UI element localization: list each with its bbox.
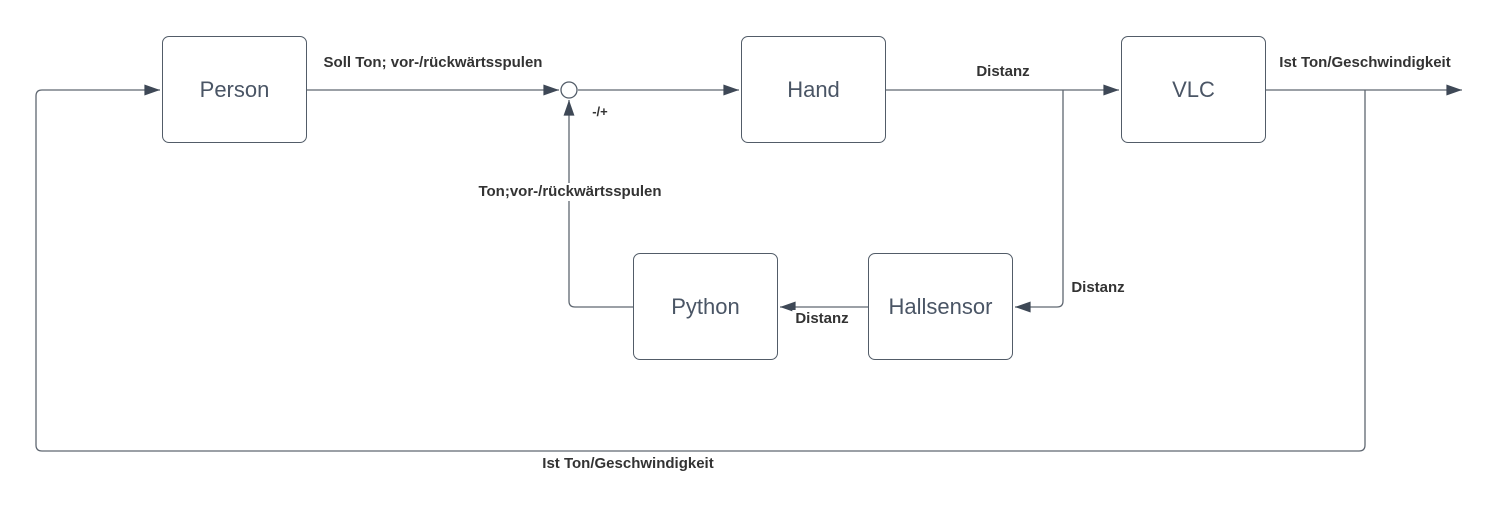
edge-label-ist-ton-bottom: Ist Ton/Geschwindigkeit bbox=[539, 455, 717, 473]
edge-label-distanz-branch: Distanz bbox=[1068, 279, 1128, 297]
node-python: Python bbox=[633, 253, 778, 360]
node-hand: Hand bbox=[741, 36, 886, 143]
edge-label-ton-feedback: Ton;vor-/rückwärtsspulen bbox=[475, 183, 665, 201]
summing-junction bbox=[560, 81, 578, 99]
edge-label-ist-ton-top: Ist Ton/Geschwindigkeit bbox=[1276, 54, 1454, 72]
node-hallsensor: Hallsensor bbox=[868, 253, 1013, 360]
node-python-label: Python bbox=[671, 293, 740, 319]
node-person-label: Person bbox=[199, 76, 270, 102]
junction-sign-label: -/+ bbox=[589, 104, 611, 120]
node-hallsensor-label: Hallsensor bbox=[888, 293, 993, 319]
node-vlc-label: VLC bbox=[1172, 76, 1215, 102]
edge-label-distanz-hand-vlc: Distanz bbox=[973, 63, 1033, 81]
edge-label-distanz-hallsensor-python: Distanz bbox=[792, 310, 852, 328]
edge-outer-feedback bbox=[35, 84, 1366, 452]
edge-label-soll-ton: Soll Ton; vor-/rückwärtsspulen bbox=[320, 54, 546, 72]
edge-python-to-junction bbox=[563, 100, 633, 308]
edge-branch-to-hallsensor bbox=[1015, 90, 1064, 313]
node-person: Person bbox=[162, 36, 307, 143]
node-hand-label: Hand bbox=[787, 76, 840, 102]
node-vlc: VLC bbox=[1121, 36, 1266, 143]
